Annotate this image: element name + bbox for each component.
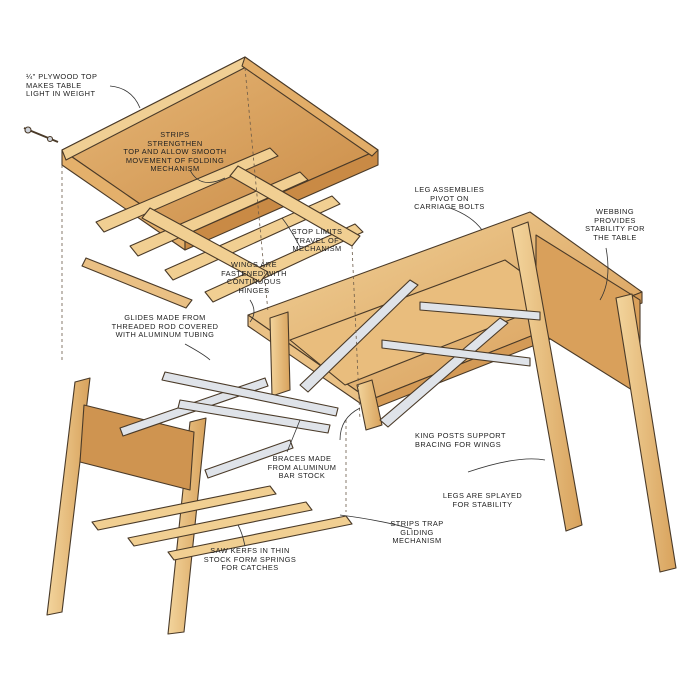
label-leg-assemblies: LEG ASSEMBLIES PIVOT ON CARRIAGE BOLTS <box>414 185 485 212</box>
glide-rods <box>119 371 339 479</box>
loose-strip <box>81 257 193 309</box>
label-strips-trap: STRIPS TRAP GLIDING MECHANISM <box>390 519 444 546</box>
carriage-bolt <box>23 126 59 143</box>
label-webbing: WEBBING PROVIDES STABILITY FOR THE TABLE <box>585 207 645 242</box>
explode-lines <box>61 67 361 512</box>
label-king-posts: KING POSTS SUPPORT BRACING FOR WINGS <box>415 431 506 449</box>
top-strips <box>95 147 364 303</box>
catch-strips <box>91 485 353 561</box>
label-glides: GLIDES MADE FROM THREADED ROD COVERED WI… <box>111 313 219 340</box>
label-legs-splayed: LEGS ARE SPLAYED FOR STABILITY <box>442 491 523 509</box>
leader-lines <box>109 85 609 547</box>
label-strips-strengthen: STRIPS STRENGTHEN TOP AND ALLOW SMOOTH M… <box>123 130 227 174</box>
table-legs <box>269 221 677 573</box>
label-plywood-top: ¼" PLYWOOD TOP MAKES TABLE LIGHT IN WEIG… <box>26 72 98 99</box>
label-saw-kerfs: SAW KERFS IN THIN STOCK FORM SPRINGS FOR… <box>203 546 297 573</box>
label-wings-fastened: WINGS ARE FASTENED WITH CONTINUOUS HINGE… <box>221 260 287 295</box>
label-braces: BRACES MADE FROM ALUMINUM BAR STOCK <box>267 454 337 481</box>
aluminum-braces <box>299 279 541 428</box>
label-stop-limits: STOP LIMITS TRAVEL OF MECHANISM <box>291 227 343 254</box>
